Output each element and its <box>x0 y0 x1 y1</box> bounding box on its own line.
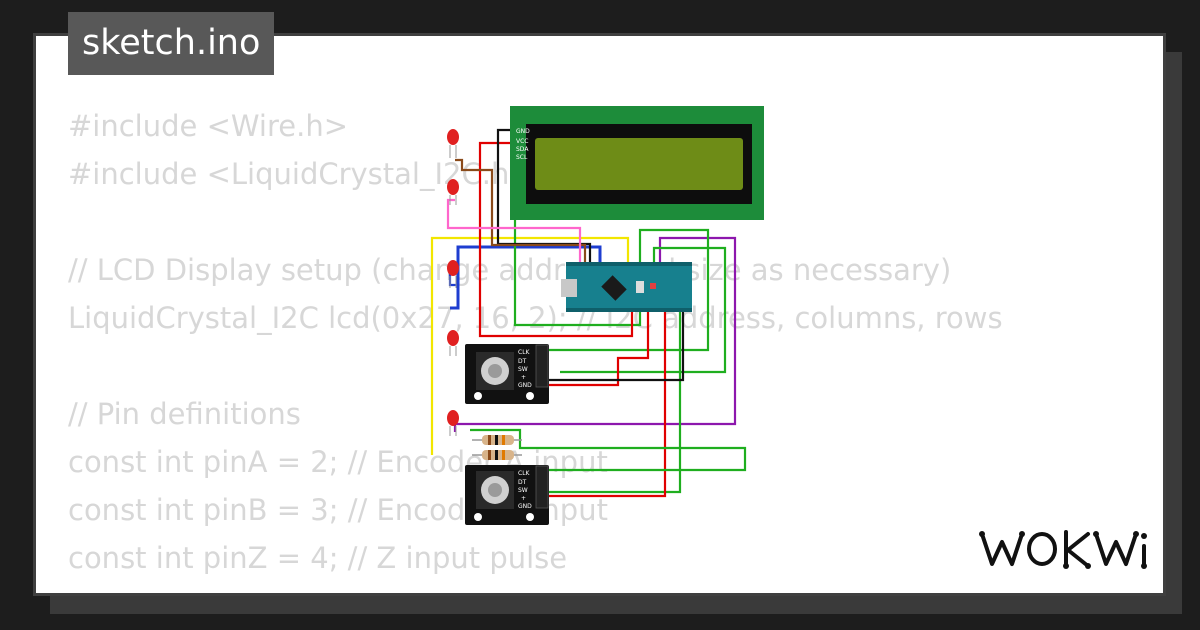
code-preview: #include <Wire.h>#include <LiquidCrystal… <box>68 102 1003 593</box>
enc1-pin-plus: + <box>521 374 526 381</box>
wokwi-logo <box>979 530 1147 569</box>
wire-yellow <box>430 236 630 455</box>
wire-green-encoder2 <box>560 246 727 374</box>
arduino-nano[interactable] <box>561 262 692 312</box>
led-4 <box>447 330 459 356</box>
enc1-pin-clk: CLK <box>518 349 531 356</box>
code-line: const int pinB = 3; // Encoder B input <box>68 493 608 527</box>
lcd-pin-vcc: VCC <box>516 138 528 145</box>
code-line: const int pinA = 2; // Encoder A input <box>68 445 608 479</box>
usb-port <box>561 279 577 297</box>
enc1-pin-sw: SW <box>518 366 528 373</box>
lcd-pin-gnd: GND <box>516 128 530 135</box>
led-5 <box>447 410 459 436</box>
wire-brown <box>455 158 587 262</box>
enc1-pin-dt: DT <box>518 358 527 365</box>
wires <box>430 128 747 498</box>
rotary-encoder-2[interactable]: CLK DT SW + GND <box>465 465 549 525</box>
lcd-display[interactable]: GND VCC SDA SCL <box>510 106 764 220</box>
enc2-pin-dt: DT <box>518 479 527 486</box>
code-line: const int pinLed = 5; // Z LED <box>68 582 1003 593</box>
code-line: #include <Wire.h> <box>68 109 349 143</box>
mcu-chip <box>601 275 627 301</box>
filename-tab[interactable]: sketch.ino <box>68 12 275 75</box>
led-2 <box>447 179 459 205</box>
code-line: const int pinZ = 4; // Z input pulse <box>68 541 568 575</box>
enc1-pin-gnd: GND <box>518 382 532 389</box>
lcd-pin-sda: SDA <box>516 146 529 153</box>
enc2-pin-sw: SW <box>518 487 528 494</box>
leds[interactable] <box>447 129 459 436</box>
enc2-pin-clk: CLK <box>518 470 531 477</box>
led-3 <box>447 260 459 288</box>
enc2-pin-gnd: GND <box>518 503 532 510</box>
lcd-screen <box>535 138 743 190</box>
led-1 <box>447 129 459 158</box>
reset-button <box>636 281 644 293</box>
power-led <box>650 283 656 289</box>
lcd-pin-labels: GND VCC SDA SCL <box>516 128 530 161</box>
rotary-encoder-1[interactable]: CLK DT SW + GND <box>465 344 549 404</box>
wire-blue <box>450 245 602 310</box>
resistor-1 <box>472 435 522 445</box>
lcd-pin-scl: SCL <box>516 154 528 161</box>
wire-green-long <box>470 428 747 472</box>
wire-green-encoder <box>548 310 682 494</box>
code-line: // Pin definitions <box>68 397 301 431</box>
resistor-2 <box>472 450 522 460</box>
resistors[interactable] <box>472 435 522 460</box>
enc2-pin-plus: + <box>521 495 526 502</box>
